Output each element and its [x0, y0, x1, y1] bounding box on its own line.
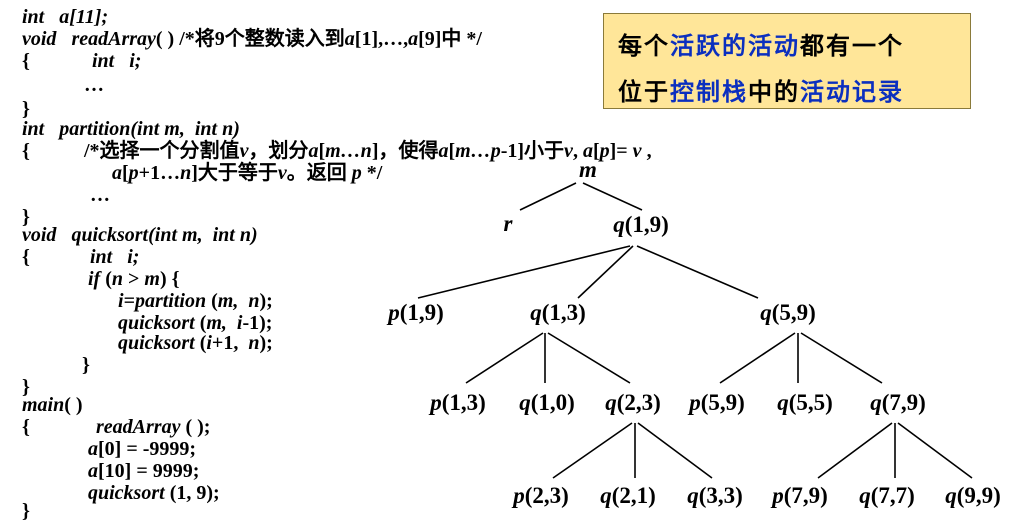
tree-node-q-2-3: q(2,3) [605, 390, 661, 415]
code-line-23: quicksort (1, 9); [88, 482, 220, 504]
code-line-19: main( ) [22, 394, 83, 416]
tree-node-m: m [579, 157, 597, 182]
code-line-7: { [22, 140, 30, 162]
code-line-3-body: int i; [92, 50, 142, 72]
code-line-12: { [22, 246, 30, 268]
tree-node-p-7-9: p(7,9) [772, 483, 828, 508]
code-line-17: } [82, 354, 90, 376]
edge-q59-q79 [800, 332, 883, 384]
code-line-12-body: int i; [90, 246, 140, 268]
code-line-18: } [22, 376, 30, 398]
code-line-8: a[p+1…n]大于等于v。返回 p */ [112, 162, 383, 184]
tree-node-q-5-9: q(5,9) [760, 300, 816, 325]
tree-node-q-2-1: q(2,1) [600, 483, 656, 508]
tree-node-p-1-3: p(1,3) [430, 390, 486, 415]
code-line-1: int a[11]; [22, 6, 109, 28]
code-line-21: a[0] = -9999; [88, 438, 197, 460]
tree-node-p-1-9: p(1,9) [388, 300, 444, 325]
edge-q13-q23 [547, 332, 631, 384]
code-line-15: quicksort (m, i-1); [118, 312, 273, 334]
code-line-9: … [90, 184, 110, 206]
tree-node-q-1-9: q(1,9) [613, 212, 669, 237]
code-line-6: int partition(int m, int n) [22, 118, 240, 140]
tree-node-q-9-9: q(9,9) [945, 483, 1001, 508]
edge-q19-q13 [577, 245, 634, 299]
edge-q19-p19 [417, 245, 631, 299]
code-line-3: { [22, 50, 30, 72]
callout-box: 每个活跃的活动都有一个 位于控制栈中的活动记录 [603, 13, 971, 109]
edge-m-r [519, 182, 577, 211]
code-line-4: … [84, 74, 104, 96]
edge-m-q19 [582, 182, 643, 211]
code-line-5: } [22, 98, 30, 120]
edge-q19-q59 [636, 245, 759, 299]
edge-q79-q99 [897, 422, 973, 479]
code-line-20: { [22, 416, 30, 438]
tree-node-p-2-3: p(2,3) [513, 483, 569, 508]
tree-node-p-5-9: p(5,9) [689, 390, 745, 415]
callout-line-2: 位于控制栈中的活动记录 [618, 78, 904, 106]
edge-q13-p13 [465, 332, 544, 384]
tree-node-q-7-9: q(7,9) [870, 390, 926, 415]
code-line-24: } [22, 500, 30, 522]
tree-node-q-3-3: q(3,3) [687, 483, 743, 508]
code-line-16: quicksort (i+1, n); [118, 332, 273, 354]
tree-node-r: r [503, 211, 513, 236]
tree-node-q-7-7: q(7,7) [859, 483, 915, 508]
edge-q23-q33 [637, 422, 713, 479]
code-line-20-body: readArray ( ); [96, 416, 211, 438]
callout-line-1: 每个活跃的活动都有一个 [618, 32, 904, 60]
code-line-2: void readArray( ) /*将9个整数读入到a[1],…,a[9]中… [22, 28, 482, 50]
tree-node-q-1-0: q(1,0) [519, 390, 575, 415]
code-line-7-comment: /*选择一个分割值v，划分a[m…n]，使得a[m…p-1]小于v, a[p]=… [84, 140, 652, 162]
tree-node-q-5-5: q(5,5) [777, 390, 833, 415]
code-line-13: if (n > m) { [88, 268, 180, 290]
code-line-11: void quicksort(int m, int n) [22, 224, 258, 246]
code-line-22: a[10] = 9999; [88, 460, 200, 482]
code-line-10: } [22, 206, 30, 228]
code-line-14: i=partition (m, n); [118, 290, 273, 312]
edge-q79-p79 [817, 422, 893, 479]
tree-node-q-1-3: q(1,3) [530, 300, 586, 325]
edge-q23-p23 [552, 422, 633, 479]
edge-q59-p59 [719, 332, 796, 384]
